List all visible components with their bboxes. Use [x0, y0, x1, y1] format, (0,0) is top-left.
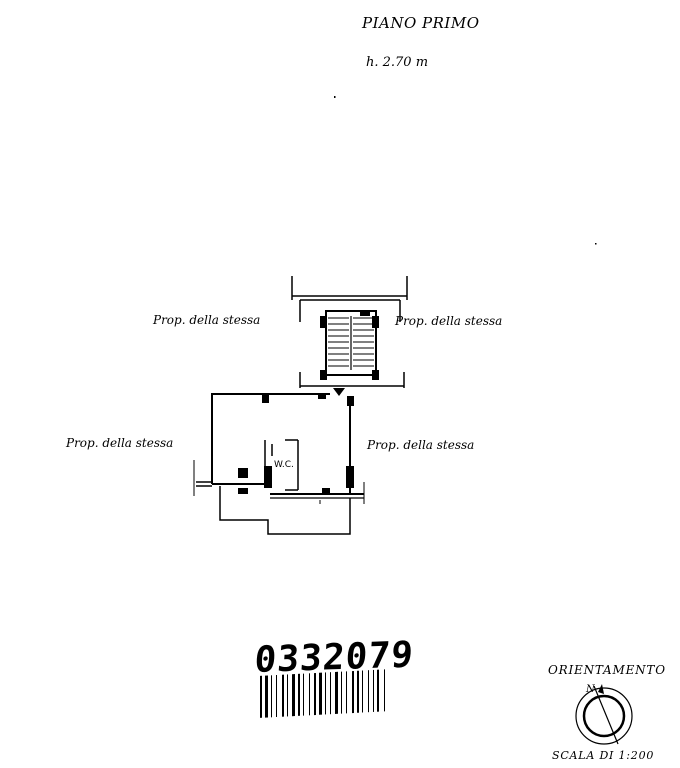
barcode-bar — [319, 672, 322, 715]
barcode-bar — [260, 675, 262, 718]
barcode-bar — [330, 672, 331, 715]
stair-block — [291, 276, 408, 388]
adjacent-property-label: Prop. della stessa — [395, 314, 503, 328]
orientation-label: ORIENTAMENTO — [548, 663, 666, 677]
barcode-bar — [357, 670, 359, 713]
adjacent-property-label: Prop. della stessa — [66, 436, 174, 450]
entrance-arrow — [333, 388, 345, 396]
dimension-ticks — [193, 460, 365, 504]
adjacent-property-label: Prop. della stessa — [153, 313, 261, 327]
wc-room-label: W.C. — [274, 460, 294, 470]
barcode-bar — [368, 670, 369, 713]
north-compass-icon: N — [575, 684, 633, 745]
height-note: h. 2.70 m — [366, 55, 429, 70]
sheet-title: PIANO PRIMO — [362, 14, 480, 32]
apartment-outline — [196, 393, 364, 499]
barcode-bar — [298, 673, 300, 716]
barcode-bar — [377, 669, 379, 712]
barcode-bar — [309, 673, 310, 716]
barcode-bar — [265, 675, 268, 718]
barcode-bar — [346, 671, 347, 714]
apartment-pillars — [238, 393, 354, 494]
scan-specks — [334, 96, 597, 245]
barcode-bar — [384, 669, 385, 712]
barcode-bar — [276, 675, 277, 718]
barcode-bar — [352, 670, 354, 714]
wc-partition — [264, 439, 299, 491]
barcode-bar — [287, 674, 288, 717]
barcode-bar — [335, 671, 338, 714]
stair-treads — [328, 317, 374, 367]
barcode-bar — [271, 675, 272, 718]
stair-pillars — [320, 311, 379, 380]
barcode-bar — [341, 671, 342, 714]
barcode-icon — [260, 669, 385, 718]
balcony — [219, 486, 351, 535]
barcode-bar — [325, 672, 326, 715]
north-letter: N — [585, 684, 596, 695]
barcode-bar — [303, 673, 304, 716]
barcode-bar — [373, 669, 374, 712]
scale-label: SCALA DI 1:200 — [552, 749, 655, 762]
barcode-bar — [282, 674, 284, 717]
barcode-bar — [314, 672, 316, 716]
barcode-bar — [292, 674, 295, 717]
adjacent-property-label: Prop. della stessa — [367, 438, 475, 452]
barcode-bar — [362, 670, 363, 713]
